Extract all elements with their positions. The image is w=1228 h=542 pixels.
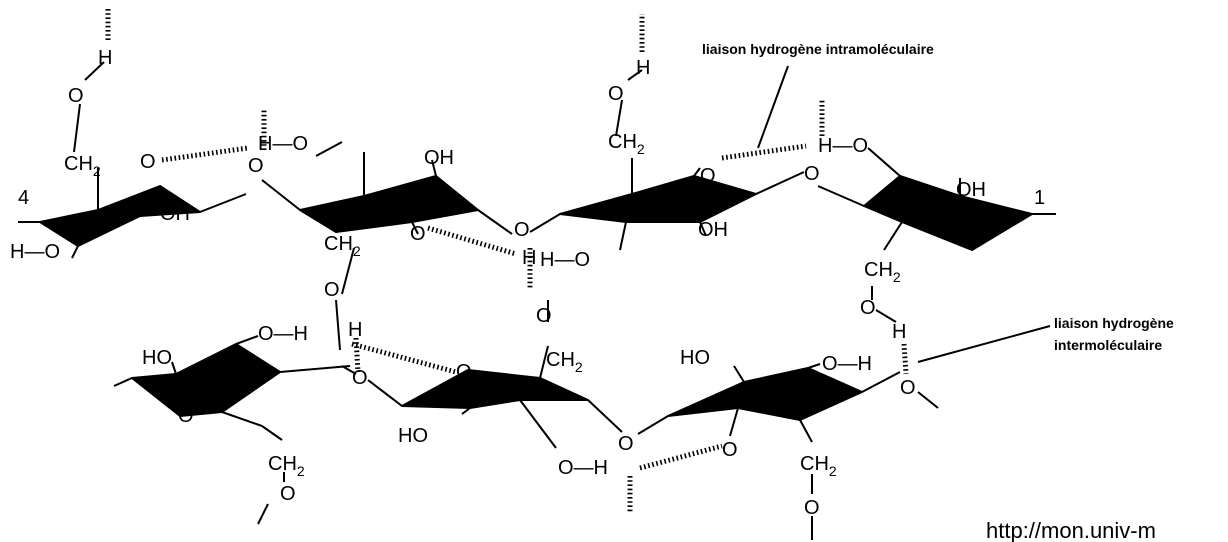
intramolecular-hydrogen-bond [721, 143, 807, 161]
hydroxyl-label: OH [424, 147, 454, 169]
intermolecular-hydrogen-bond [351, 341, 457, 375]
intermolecular-hydrogen-bond [639, 443, 723, 471]
glucose-ring-top-1 [18, 61, 247, 259]
ch2-label: CH2 [608, 131, 645, 157]
hydroxyl-label: OH [956, 179, 986, 201]
chain-end-4: 4 [18, 187, 29, 209]
hydroxyl-label: H—O [818, 135, 868, 157]
oxygen-label: O [324, 279, 340, 301]
glucose-ring-bottom-3 [667, 363, 901, 540]
annotation-intermolecular-line1: liaison hydrogène [1054, 315, 1174, 331]
ch2-label: CH2 [864, 259, 901, 285]
oxygen-label: O [68, 85, 84, 107]
glycosidic-oxygen-label: O [618, 433, 634, 455]
hydroxyl-label: OH [160, 203, 190, 225]
hydrogen-label: H [348, 319, 362, 341]
intramolecular-hydrogen-bond [161, 145, 249, 163]
glucose-ring-top-3 [559, 69, 805, 251]
ch2-label: CH2 [800, 453, 837, 479]
oxygen-label: O [804, 497, 820, 519]
ring-oxygen-label: O [410, 223, 426, 245]
ch2-label: CH2 [268, 453, 305, 479]
annotation-pointer-intra [757, 65, 789, 149]
ring-oxygen-label: O [722, 439, 738, 461]
source-url: http://mon.univ-m [986, 518, 1156, 542]
hydroxyl-label: HO [680, 347, 710, 369]
hydroxyl-label: H—O [540, 249, 590, 271]
hydroxyl-label: H—O [258, 133, 308, 155]
glucose-ring-bottom-2 [401, 300, 623, 449]
glycosidic-oxygen-label: O [900, 377, 916, 399]
ch2-label: CH2 [546, 349, 583, 375]
annotation-intramolecular: liaison hydrogène intramoléculaire [702, 41, 934, 57]
annotation-intermolecular-line2: intermoléculaire [1054, 337, 1162, 353]
hydrogen-bond-dashes [353, 337, 361, 373]
bottom-cellulose-chain: HO O O—H CH2 O O O O CH2 HO O—H O [113, 300, 939, 540]
ring-oxygen-label: O [960, 231, 976, 253]
glycosidic-oxygen-label: O [352, 367, 368, 389]
ring-oxygen-label: O [700, 165, 716, 187]
oxygen-label: O [608, 83, 624, 105]
hydroxyl-label: O—H [822, 353, 872, 375]
hydrogen-label: H [98, 47, 112, 69]
hydroxyl-label: HO [142, 347, 172, 369]
ring-oxygen-label: O [140, 151, 156, 173]
hydroxyl-label: H—O [10, 241, 60, 263]
ch2-label: CH2 [324, 233, 361, 259]
hydrogen-bond-dashes [901, 343, 909, 375]
hydroxyl-label: HO [398, 425, 428, 447]
hydroxyl-label: OH [698, 219, 728, 241]
ring-oxygen-label: O [178, 405, 194, 427]
hydrogen-label: H [636, 57, 650, 79]
ch2-label: CH2 [64, 153, 101, 179]
ring-oxygen-label: O [456, 361, 472, 383]
glucose-ring-top-4 [863, 147, 1056, 323]
chain-end-1: 1 [1034, 187, 1045, 209]
glycosidic-oxygen-label: O [804, 163, 820, 185]
oxygen-label: O [536, 305, 552, 327]
oxygen-label: O [860, 297, 876, 319]
hydroxyl-label: O—H [258, 323, 308, 345]
annotations: liaison hydrogène intramoléculaire liais… [702, 41, 1174, 363]
intramolecular-hydrogen-bond [427, 225, 517, 257]
hydrogen-label: H [892, 321, 906, 343]
annotation-pointer-inter [917, 325, 1051, 363]
top-cellulose-chain: 4 CH2 O H O OH H—O O H—O OH O CH2 O [10, 8, 1056, 375]
glucose-ring-bottom-1 [113, 335, 351, 525]
glycosidic-oxygen-label: O [514, 219, 530, 241]
glucose-ring-top-2 [299, 141, 513, 375]
hydroxyl-label: O—H [558, 457, 608, 479]
oxygen-label: O [280, 483, 296, 505]
glycosidic-oxygen-label: O [248, 155, 264, 177]
